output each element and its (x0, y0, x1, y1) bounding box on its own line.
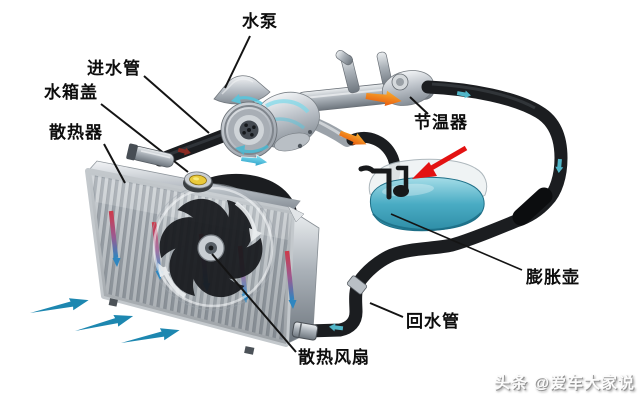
hose-print-arrow (177, 147, 191, 156)
radiator-return-connector (291, 321, 319, 341)
expansion-tank-pointer-line (390, 213, 523, 271)
water-pump-pointer-line (224, 35, 251, 89)
pump-pulley (220, 101, 278, 159)
radiator-cap-illustration (183, 171, 213, 193)
label-radiator: 散热器 (49, 123, 103, 142)
label-return-pipe: 回水管 (406, 312, 460, 331)
pump-flow-arrow-icon (231, 94, 269, 155)
return-pipe-pointer-line (369, 302, 404, 318)
tank-cap-fittings (358, 165, 409, 200)
label-cooling-fan: 散热风扇 (298, 348, 370, 367)
label-expansion-tank: 膨胀壶 (526, 268, 580, 287)
hose-clamp (346, 275, 368, 295)
hot-flow-arrow-icon-1 (365, 90, 402, 107)
highlight-arrow-icon (412, 145, 468, 179)
return-hose (291, 80, 568, 341)
fan-rotation-arrow-icons (158, 201, 262, 298)
label-inlet-pipe: 进水管 (87, 59, 141, 78)
water-pump-assembly (213, 49, 435, 159)
cooling-fan-illustration (149, 183, 277, 311)
radiator-inlet-fitting (126, 143, 175, 168)
watermark-text: 头条 @爱车大家说 (494, 375, 636, 392)
pipe-stub-1 (335, 49, 360, 94)
thermostat-pointer-line (409, 96, 429, 115)
label-thermostat: 节温器 (414, 113, 468, 132)
pointer-lines-over (103, 35, 523, 353)
fan-blades (159, 198, 263, 298)
airflow-arrow-icons (30, 298, 180, 343)
hot-flow-arrow-icon-2 (339, 130, 367, 145)
cooling-fan-pointer-line (211, 253, 297, 353)
label-water-pump: 水泵 (242, 12, 278, 31)
inlet-pipe-pointer-line (143, 75, 210, 134)
radiator-pointer-line (103, 143, 126, 184)
label-radiator-cap: 水箱盖 (44, 83, 98, 102)
coolant-flow-arrow-icon (240, 154, 269, 167)
pump-bracket (213, 75, 271, 105)
coolant-flow-print-icons (329, 90, 564, 332)
hose-connector-sleeve (512, 187, 553, 226)
